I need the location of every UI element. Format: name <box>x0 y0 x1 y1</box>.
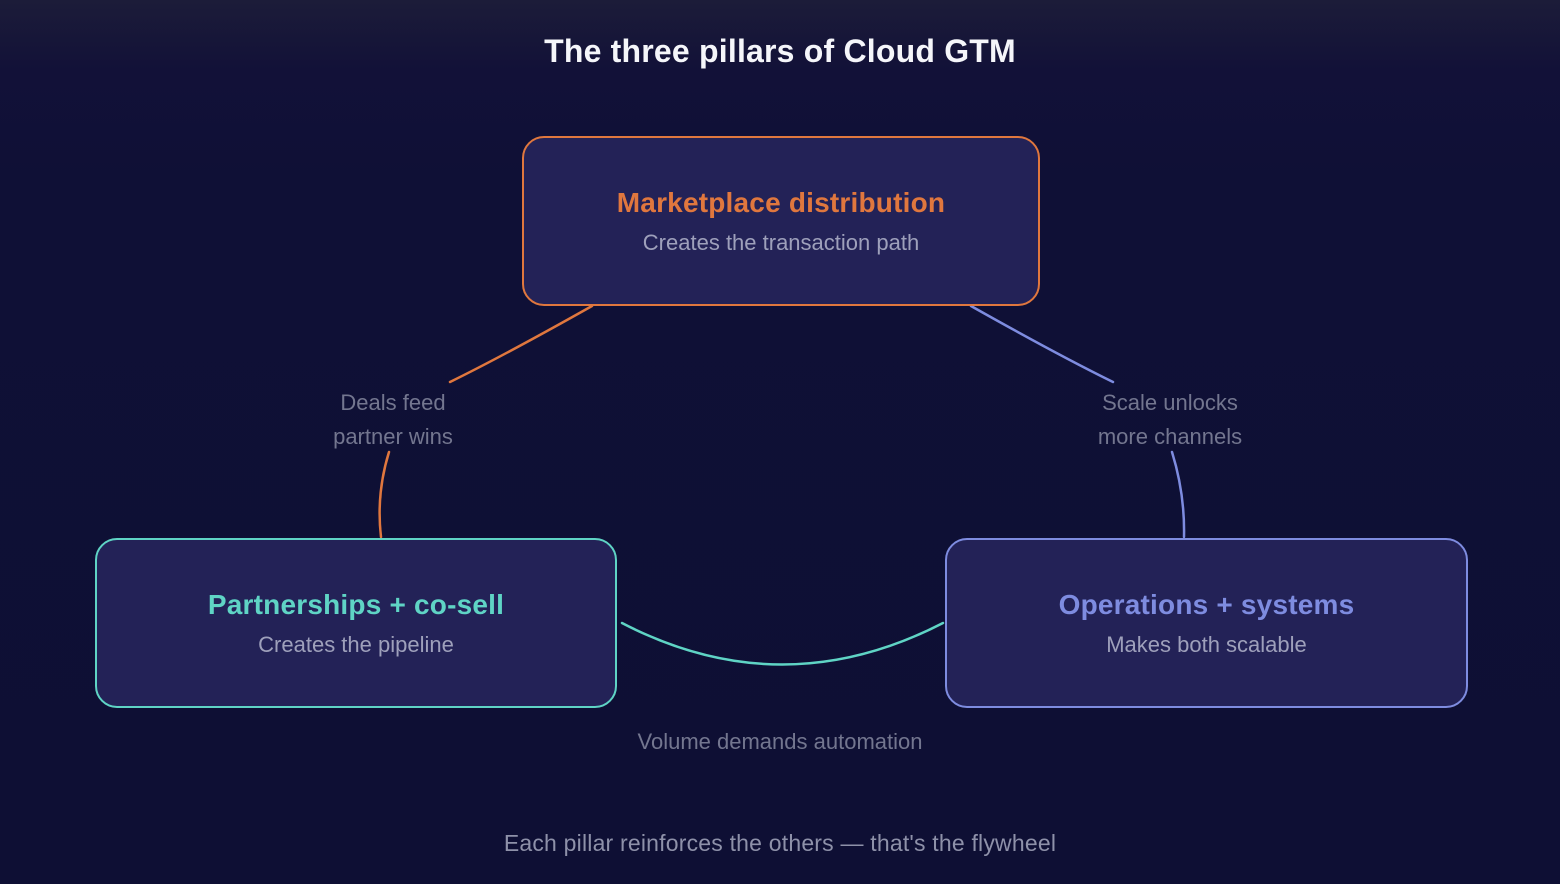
pillar-title-partnerships-co-sell: Partnerships + co-sell <box>207 588 505 620</box>
edge-marketplace-to-partnerships-upper-segment <box>448 304 594 384</box>
edge-partnerships-to-operations-arc <box>620 621 945 666</box>
pillar-subtitle-partnerships-co-sell: Creates the pipeline <box>258 631 454 657</box>
edge-label-deals-feed-partner-wins: Deals feed partner wins <box>333 390 453 449</box>
pillar-title-operations-systems: Operations + systems <box>1058 588 1355 620</box>
edge-label-volume-demands-automation: Volume demands automation <box>637 729 923 754</box>
footer-caption: Each pillar reinforces the others — that… <box>503 830 1057 856</box>
edge-label-scale-unlocks-more-channels: Scale unlocks more channels <box>1097 390 1243 449</box>
edge-marketplace-to-operations-upper-segment <box>969 304 1115 384</box>
pillar-subtitle-marketplace-distribution: Creates the transaction path <box>642 229 920 255</box>
diagram-title: The three pillars of Cloud GTM <box>544 33 1016 69</box>
pillar-subtitle-operations-systems: Makes both scalable <box>1106 631 1307 657</box>
pillar-card-operations-systems: Operations + systems Makes both scalable <box>945 538 1468 708</box>
pillar-card-marketplace-distribution: Marketplace distribution Creates the tra… <box>522 136 1040 306</box>
edge-marketplace-to-operations-lower-segment <box>1170 450 1186 539</box>
edge-marketplace-to-partnerships-lower-segment <box>378 450 391 539</box>
pillar-card-partnerships-co-sell: Partnerships + co-sell Creates the pipel… <box>95 538 617 708</box>
pillar-title-marketplace-distribution: Marketplace distribution <box>616 186 946 218</box>
